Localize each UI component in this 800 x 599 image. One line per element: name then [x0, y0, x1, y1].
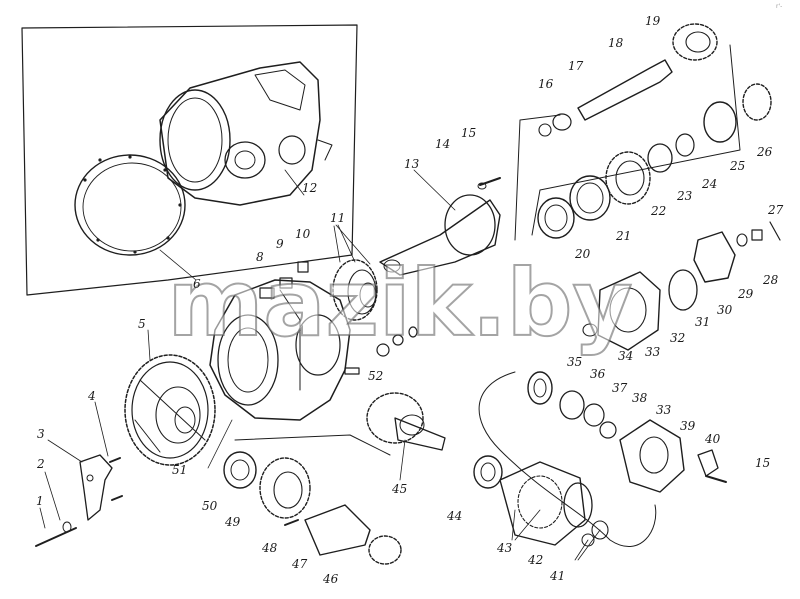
- part-number-label: 18: [608, 36, 624, 50]
- part-number-label: 12: [302, 181, 317, 195]
- part-number-label: 37: [612, 381, 628, 395]
- part-number-label: 15: [461, 126, 476, 140]
- part-number-label: 9: [276, 237, 284, 251]
- part-number-label: 39: [680, 419, 696, 433]
- part-number-label: 36: [590, 367, 606, 381]
- housing-frame: [21, 24, 358, 296]
- part-number-label: 42: [527, 553, 543, 567]
- bracket-assembly: [35, 454, 123, 547]
- part-number-label: 47: [291, 557, 308, 571]
- part-number-label: 40: [704, 432, 721, 446]
- part-number-label: 45: [391, 482, 407, 496]
- part-number-label: 33: [656, 403, 672, 417]
- part-number-label: 35: [567, 355, 582, 369]
- part-number-label: 5: [138, 317, 146, 331]
- bevel-gear: [366, 392, 446, 451]
- input-shaft: [379, 177, 501, 276]
- part-number-labels: 1 2 3 4 5 6 8 9 10 11 12 13 14 15 15 16 …: [36, 14, 784, 586]
- flange-assembly: [582, 221, 781, 351]
- part-number-label: 33: [645, 345, 661, 359]
- part-number-label: 30: [717, 303, 733, 317]
- small-washers: [344, 326, 418, 375]
- part-number-label: 44: [446, 509, 462, 523]
- part-number-label: 10: [295, 227, 311, 241]
- part-number-label: 20: [574, 247, 591, 261]
- part-number-label: 22: [650, 204, 666, 218]
- part-number-label: 48: [261, 541, 278, 555]
- group-bracket-upper: [514, 114, 561, 241]
- part-number-label: 19: [645, 14, 661, 28]
- part-number-label: 51: [172, 463, 187, 477]
- part-number-label: 6: [193, 277, 201, 291]
- watermark: mazik.by: [168, 250, 633, 357]
- part-number-label: 46: [322, 572, 339, 586]
- part-number-label: 50: [202, 499, 218, 513]
- leader-lines: [39, 169, 601, 561]
- part-number-label: 15: [755, 456, 770, 470]
- assembled-housing: [159, 61, 333, 206]
- part-number-label: 3: [37, 427, 45, 441]
- part-number-label: 49: [224, 515, 241, 529]
- group-loop: [478, 371, 657, 547]
- part-number-label: 2: [36, 457, 45, 471]
- gasket: [74, 154, 186, 256]
- part-number-label: 21: [615, 229, 631, 243]
- part-number-label: 27: [767, 203, 784, 217]
- bearing-stack: [537, 83, 772, 239]
- part-number-label: 13: [404, 157, 420, 171]
- part-number-label: 32: [670, 331, 685, 345]
- gear-cluster: [259, 259, 378, 321]
- part-number-label: 31: [695, 315, 710, 329]
- pinion-shaft: [538, 23, 718, 137]
- ring-gear: [124, 354, 216, 466]
- part-number-label: 4: [87, 389, 96, 403]
- part-number-label: 34: [618, 349, 633, 363]
- part-number-label: 24: [701, 177, 717, 191]
- part-number-label: 41: [549, 569, 565, 583]
- lower-left-gear-group: [223, 434, 402, 565]
- bottom-gear-group: [473, 455, 609, 547]
- group-bracket-mid: [531, 44, 741, 236]
- part-number-label: 11: [330, 211, 345, 225]
- part-number-label: 52: [368, 369, 383, 383]
- part-number-label: 38: [632, 391, 648, 405]
- part-number-label: 25: [729, 159, 745, 173]
- part-number-label: 14: [435, 137, 450, 151]
- part-number-label: 17: [568, 59, 584, 73]
- part-number-label: 8: [256, 250, 264, 264]
- part-number-label: 43: [496, 541, 513, 555]
- part-number-label: 28: [762, 273, 779, 287]
- part-number-label: 1: [36, 494, 44, 508]
- lower-bearing-group: [527, 371, 727, 493]
- part-number-label: 26: [756, 145, 773, 159]
- part-number-label: 23: [676, 189, 693, 203]
- part-number-label: 16: [538, 77, 554, 91]
- corner-mark: r'-: [776, 3, 782, 10]
- part-number-label: 29: [737, 287, 754, 301]
